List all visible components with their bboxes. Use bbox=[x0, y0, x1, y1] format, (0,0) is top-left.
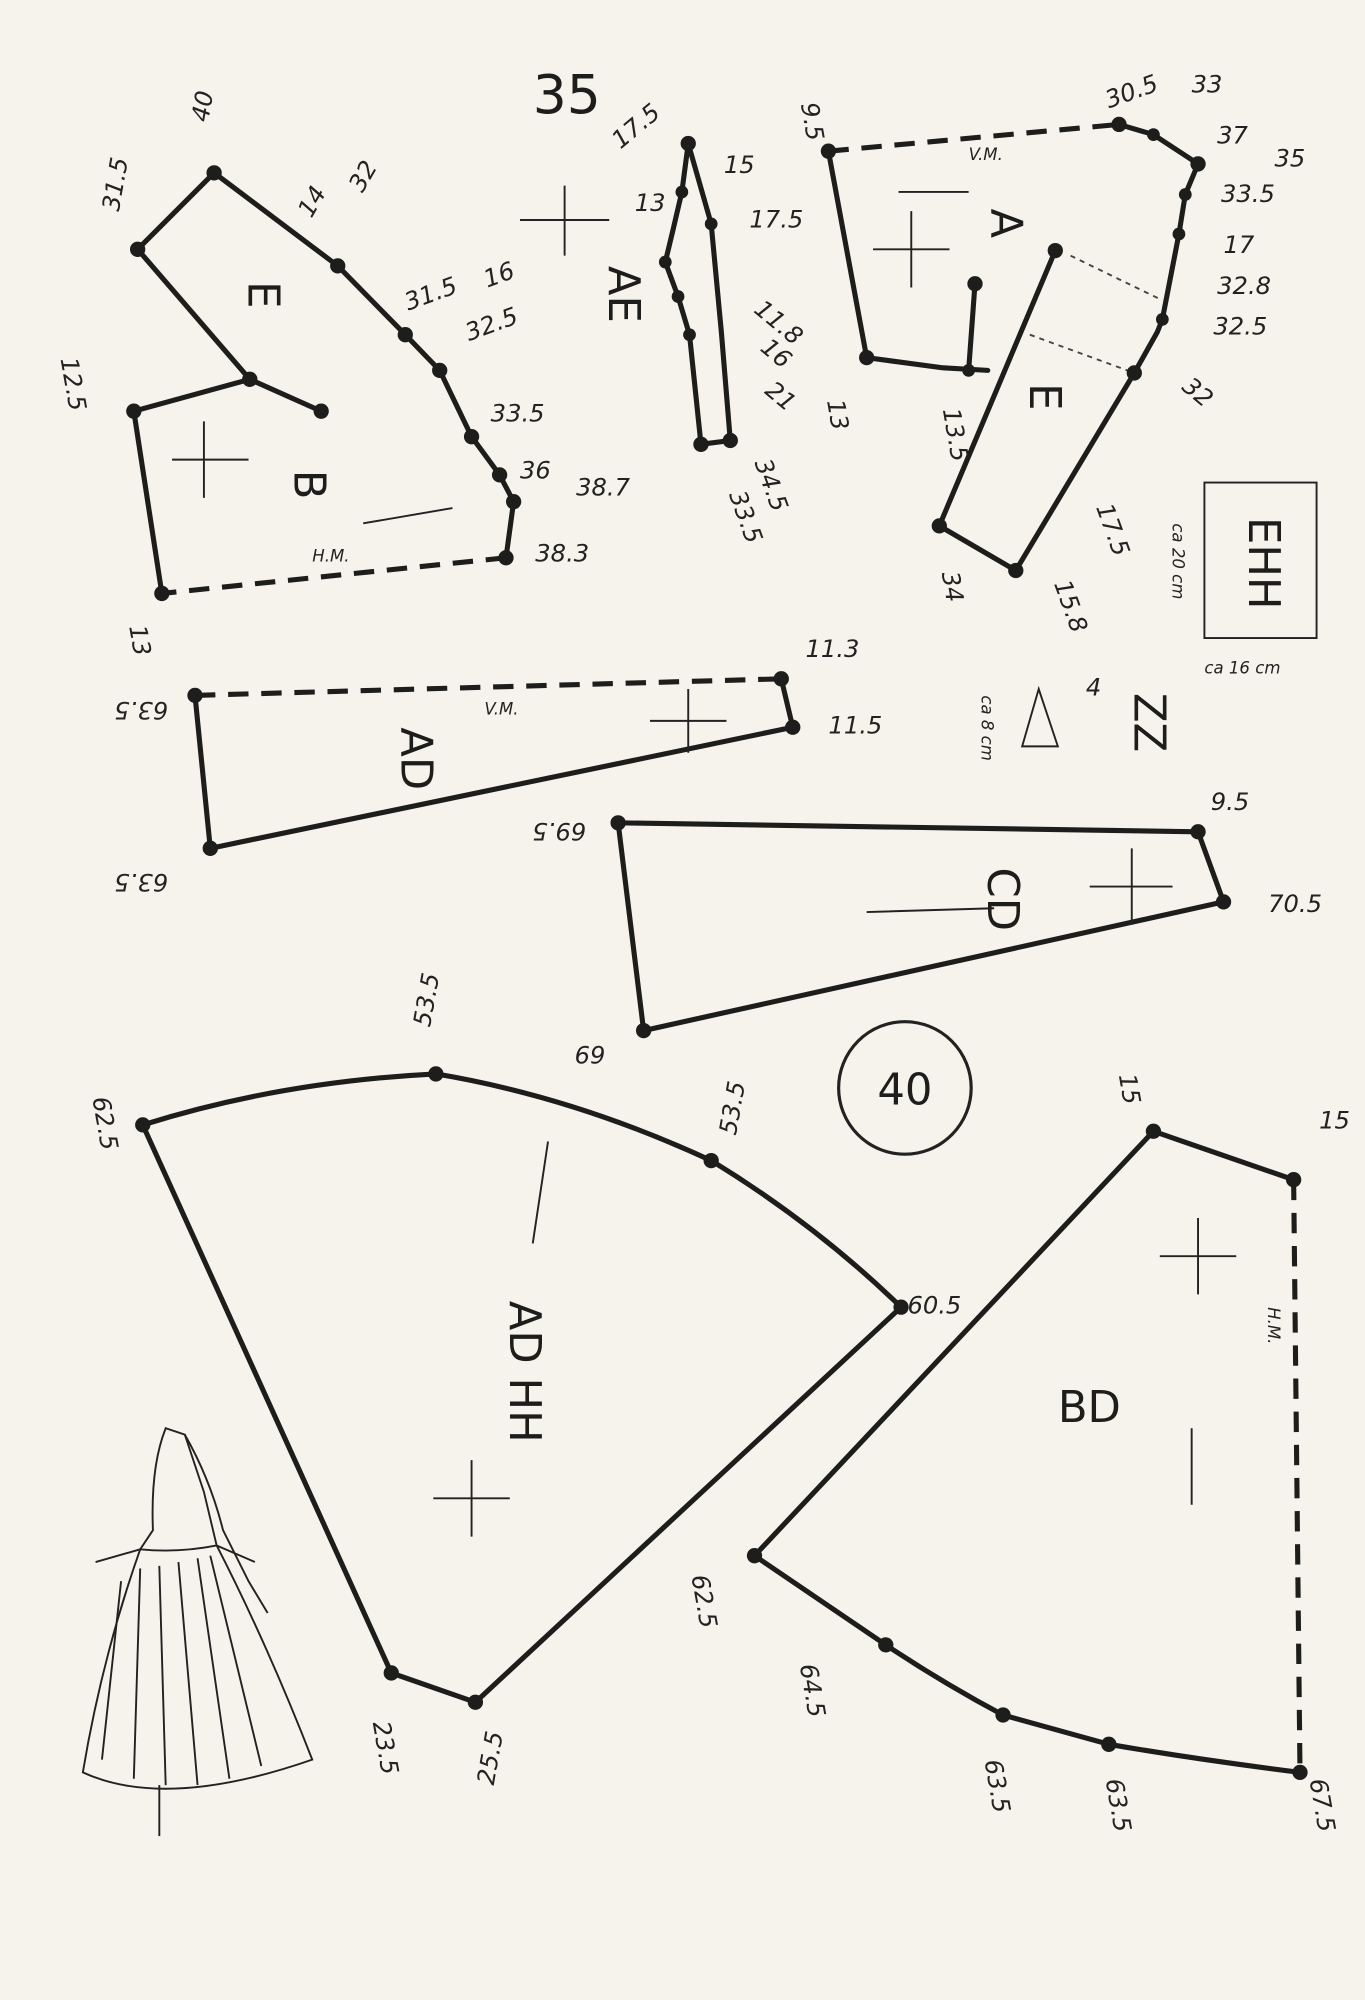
piece-bd: BD H.M. 15 15 62.5 64.5 63.5 63.5 67.5 bbox=[685, 1071, 1349, 1834]
measure: 21 bbox=[760, 376, 802, 417]
piece-ehh: EHH ca 20 cm ca 16 cm bbox=[1169, 481, 1318, 678]
measure: 63.5 bbox=[114, 868, 168, 896]
piece-ad-hh: AD HH 62.5 53.5 53.5 60.5 23.5 25.5 bbox=[86, 971, 961, 1787]
measure: 36 bbox=[520, 457, 551, 485]
piece-label-e-right: E bbox=[1019, 383, 1069, 410]
measure: 14 bbox=[292, 181, 332, 222]
vm-label: V.M. bbox=[969, 145, 1003, 164]
size-note: ca 8 cm bbox=[977, 695, 996, 761]
pattern-number-badge: 40 bbox=[837, 1020, 973, 1156]
measure: 32 bbox=[343, 156, 383, 197]
measure: 40 bbox=[186, 89, 219, 124]
measure: 12.5 bbox=[55, 355, 92, 413]
piece-cd: CD 69.5 9.5 70.5 69 bbox=[532, 788, 1322, 1068]
measure: 69 bbox=[575, 1040, 606, 1068]
measure: 67.5 bbox=[1304, 1776, 1341, 1834]
measure: 62.5 bbox=[86, 1094, 123, 1152]
piece-label-ad-hh: AD HH bbox=[499, 1301, 549, 1443]
piece-label-ad: AD bbox=[390, 727, 440, 790]
measure: 32 bbox=[1177, 372, 1219, 413]
measure: 17.5 bbox=[606, 98, 665, 154]
measure: 30.5 bbox=[1102, 69, 1162, 114]
measure: 13.5 bbox=[937, 406, 974, 464]
measure: 11.3 bbox=[805, 635, 859, 663]
width-note: ca 16 cm bbox=[1204, 659, 1280, 678]
measure: 13 bbox=[635, 189, 666, 217]
hm-label: H.M. bbox=[312, 547, 349, 566]
measure: 16 bbox=[480, 256, 519, 293]
measure: 32.5 bbox=[461, 302, 521, 347]
measure: 17.5 bbox=[1090, 500, 1135, 560]
piece-label-bd: BD bbox=[1058, 1383, 1121, 1433]
measure: 60.5 bbox=[907, 1292, 961, 1320]
height-note: ca 20 cm bbox=[1169, 523, 1188, 599]
piece-label-b: B bbox=[283, 470, 333, 500]
measure: 17 bbox=[1224, 231, 1255, 259]
vm-label: V.M. bbox=[484, 700, 518, 719]
measure: 34 bbox=[936, 569, 969, 604]
measure: 17.5 bbox=[749, 206, 803, 234]
measure: 13 bbox=[123, 623, 156, 658]
measure: 38.7 bbox=[576, 473, 630, 501]
page-number: 35 bbox=[533, 63, 601, 126]
measure: 53.5 bbox=[714, 1079, 751, 1137]
measure: 25.5 bbox=[472, 1729, 509, 1787]
measure: 15.8 bbox=[1048, 576, 1093, 636]
measure: 63.5 bbox=[1100, 1776, 1137, 1834]
piece-zz: ZZ ca 8 cm bbox=[977, 685, 1173, 761]
measure: 33.5 bbox=[1221, 180, 1275, 208]
measure: 15 bbox=[1113, 1071, 1146, 1106]
measure: 11.5 bbox=[828, 712, 882, 740]
measure: 62.5 bbox=[685, 1572, 722, 1630]
measure: 31.5 bbox=[401, 272, 461, 317]
measure: 69.5 bbox=[532, 817, 586, 845]
piece-label-a: A bbox=[981, 209, 1031, 239]
measure: 4 bbox=[1086, 673, 1101, 701]
measure: 35 bbox=[1275, 144, 1306, 172]
piece-a: A E V.M. 9.5 30.5 33 37 35 33.5 17 32.8 … bbox=[795, 69, 1305, 701]
garment-sketch bbox=[81, 1427, 314, 1837]
measure: 63.5 bbox=[979, 1757, 1016, 1815]
measure: 63.5 bbox=[114, 696, 168, 724]
measure: 70.5 bbox=[1268, 890, 1322, 918]
measure: 32.5 bbox=[1213, 313, 1267, 341]
piece-ae: AE 17.5 15 13 17.5 11.8 16 21 34.5 33.5 bbox=[520, 98, 808, 547]
measure: 32.8 bbox=[1217, 272, 1271, 300]
measure: 9.5 bbox=[1211, 788, 1250, 816]
measure: 31.5 bbox=[97, 155, 134, 213]
measure: 9.5 bbox=[795, 100, 829, 143]
pattern-number: 40 bbox=[877, 1066, 932, 1116]
measure: 33.5 bbox=[491, 399, 545, 427]
measure: 33 bbox=[1192, 71, 1223, 99]
piece-label-cd: CD bbox=[977, 867, 1027, 931]
piece-label-ehh: EHH bbox=[1238, 517, 1288, 610]
measure: 38.3 bbox=[535, 540, 589, 568]
measure: 13 bbox=[821, 397, 854, 432]
measure: 15 bbox=[724, 151, 755, 179]
piece-label-e: E bbox=[238, 281, 288, 308]
piece-label-zz: ZZ bbox=[1123, 693, 1173, 752]
measure: 23.5 bbox=[367, 1719, 404, 1777]
measure: 15 bbox=[1319, 1107, 1350, 1135]
piece-label-ae: AE bbox=[598, 266, 648, 323]
hm-label: H.M. bbox=[1264, 1307, 1283, 1344]
piece-e-b: E B H.M. 40 31.5 14 32 31.5 16 32.5 33.5… bbox=[55, 89, 631, 658]
piece-ad: AD V.M. 63.5 63.5 11.3 11.5 bbox=[114, 635, 882, 896]
measure: 37 bbox=[1217, 122, 1248, 150]
measure: 53.5 bbox=[408, 971, 445, 1029]
measure: 64.5 bbox=[794, 1662, 831, 1720]
